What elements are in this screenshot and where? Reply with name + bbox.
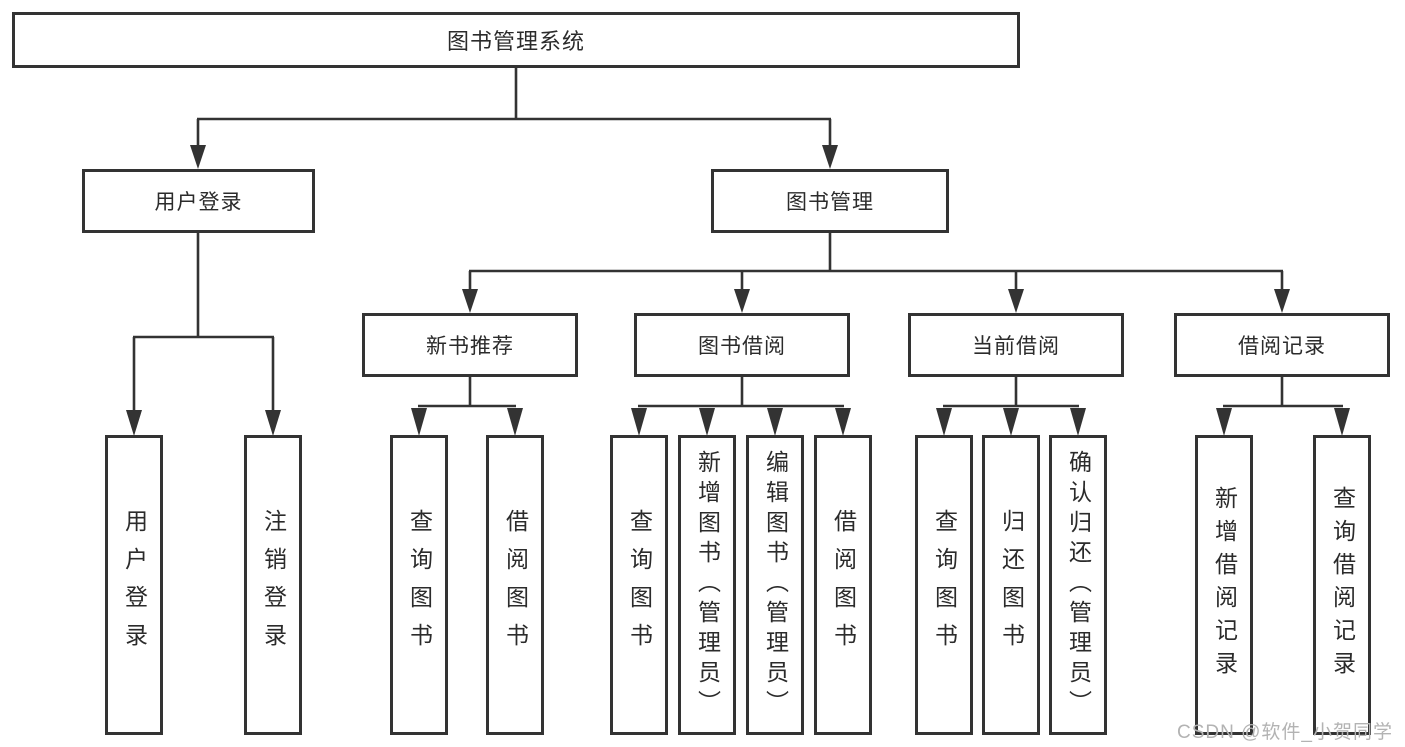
node-add-borrow-record: 新增借阅记录 (1195, 435, 1253, 735)
node-add-book-admin: 新增图书（管理员） (678, 435, 736, 735)
node-user-login-branch: 用户登录 (82, 169, 315, 233)
node-return-books: 归还图书 (982, 435, 1040, 735)
node-current-borrowing: 当前借阅 (908, 313, 1124, 377)
node-query-books-borrowing: 查询图书 (610, 435, 668, 735)
node-borrow-books-recommend: 借阅图书 (486, 435, 544, 735)
node-query-borrow-record: 查询借阅记录 (1313, 435, 1371, 735)
watermark: CSDN @软件_小贺同学 (1177, 722, 1393, 743)
node-new-book-recommendation: 新书推荐 (362, 313, 578, 377)
node-confirm-return-admin: 确认归还（管理员） (1049, 435, 1107, 735)
node-query-books-current: 查询图书 (915, 435, 973, 735)
node-system-root: 图书管理系统 (12, 12, 1020, 68)
node-logout-leaf: 注销登录 (244, 435, 302, 735)
node-edit-book-admin: 编辑图书（管理员） (746, 435, 804, 735)
node-borrowing-records: 借阅记录 (1174, 313, 1390, 377)
node-query-books-recommend: 查询图书 (390, 435, 448, 735)
node-book-management-branch: 图书管理 (711, 169, 949, 233)
node-book-borrowing: 图书借阅 (634, 313, 850, 377)
node-user-login-leaf: 用户登录 (105, 435, 163, 735)
node-borrow-books-borrowing: 借阅图书 (814, 435, 872, 735)
